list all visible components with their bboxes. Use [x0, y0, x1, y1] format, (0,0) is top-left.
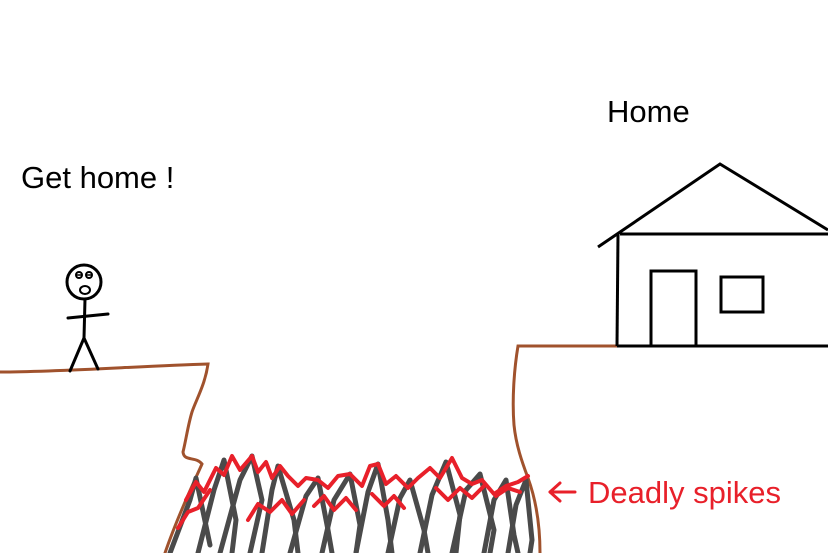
arrow-left-icon — [548, 481, 577, 503]
objective-text: Get home ! — [21, 160, 175, 195]
left-cliff — [0, 362, 210, 553]
house-window — [719, 275, 765, 314]
spike-pit — [167, 453, 535, 553]
house-door — [649, 269, 698, 346]
right-cliff — [511, 344, 828, 553]
house-icon — [597, 162, 828, 348]
hazard-label: Deadly spikes — [588, 475, 781, 510]
stick-figure-icon[interactable] — [65, 263, 110, 373]
home-label: Home — [607, 94, 690, 129]
